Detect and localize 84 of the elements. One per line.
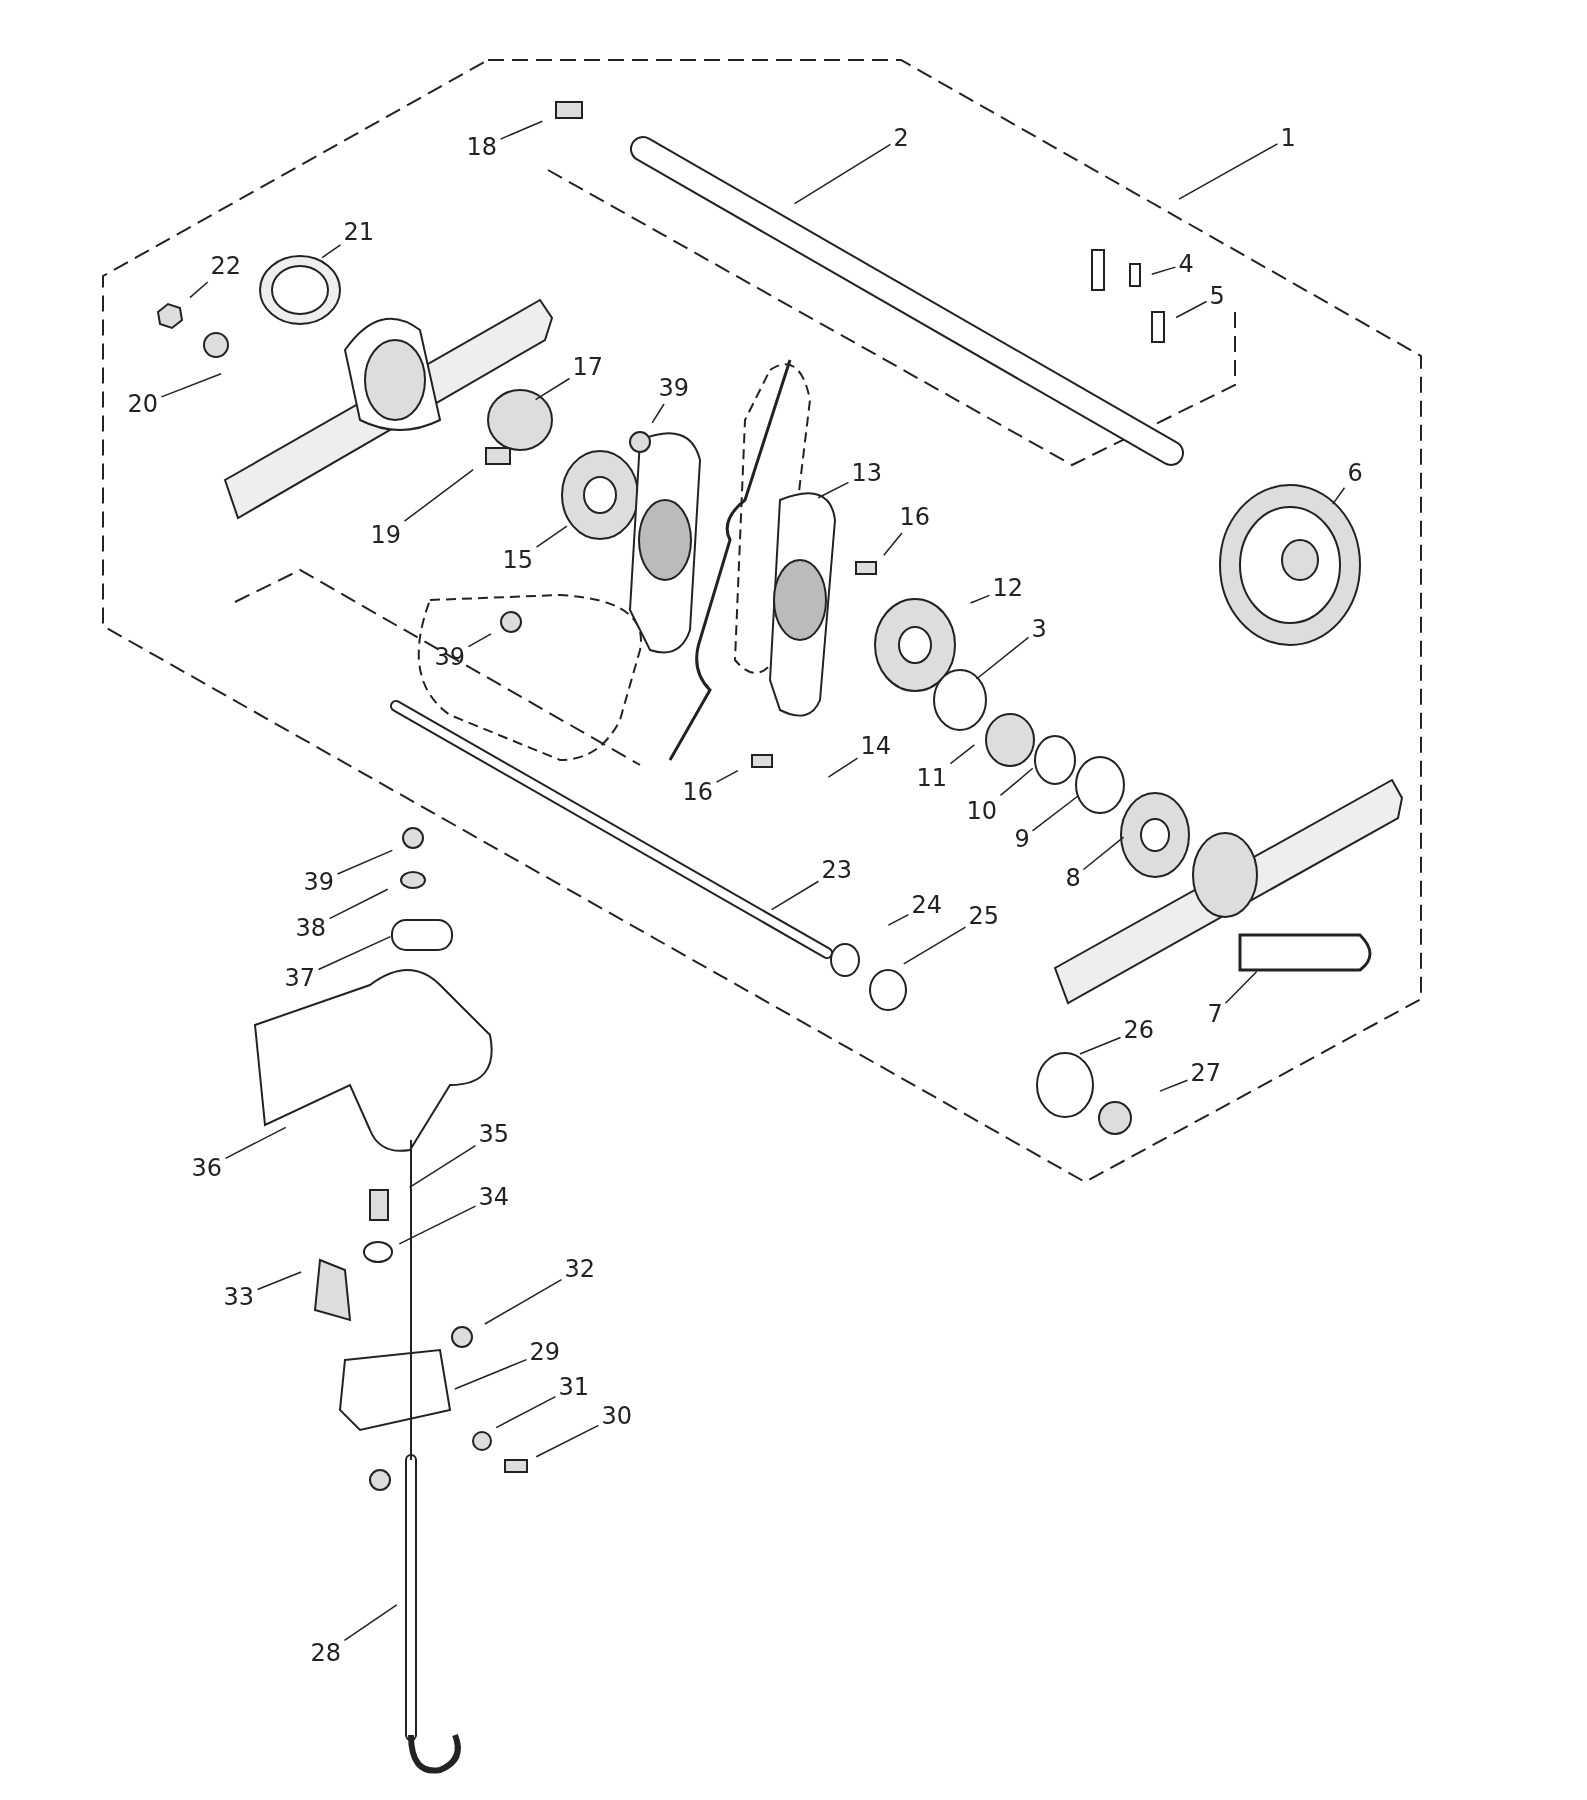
- callout-number: 12: [992, 575, 1024, 601]
- leader-line: [1175, 300, 1208, 319]
- callout-number: 35: [478, 1121, 510, 1147]
- callout-number: 13: [851, 460, 883, 486]
- leader-line: [1082, 836, 1125, 871]
- leader-line: [969, 594, 991, 604]
- leader-line: [484, 1278, 563, 1325]
- leader-line: [398, 1205, 477, 1245]
- leader-line: [336, 849, 394, 875]
- leader-line: [715, 769, 739, 783]
- leader-line: [224, 1126, 287, 1160]
- leader-line: [408, 1144, 477, 1189]
- leader-line: [975, 636, 1030, 680]
- callout-number: 29: [529, 1339, 561, 1365]
- leader-line: [321, 244, 342, 259]
- leader-line: [770, 880, 820, 911]
- callout-number: 32: [564, 1256, 596, 1282]
- leader-line: [1031, 795, 1080, 832]
- leader-line: [499, 120, 544, 140]
- leader-line: [535, 1424, 600, 1458]
- leader-line: [949, 744, 976, 765]
- callout-number: 30: [601, 1403, 633, 1429]
- callout-number: 16: [682, 779, 714, 805]
- callout-number: 3: [1031, 616, 1047, 642]
- leader-line: [467, 633, 492, 648]
- callout-number: 4: [1178, 251, 1194, 277]
- callout-number: 15: [502, 547, 534, 573]
- callout-number: 19: [370, 522, 402, 548]
- leader-line: [495, 1395, 557, 1429]
- callout-number: 17: [572, 354, 604, 380]
- callout-number: 39: [303, 869, 335, 895]
- leader-line: [403, 468, 474, 522]
- callout-number: 2: [893, 125, 909, 151]
- callout-number: 1: [1280, 125, 1296, 151]
- callout-number: 22: [210, 253, 242, 279]
- callout-number: 23: [821, 857, 853, 883]
- callout-number: 6: [1347, 460, 1363, 486]
- leader-line: [827, 757, 859, 778]
- leader-line: [903, 926, 967, 965]
- leader-line: [883, 532, 903, 557]
- callout-number: 24: [911, 892, 943, 918]
- callout-number: 14: [860, 733, 892, 759]
- callout-number: 39: [434, 644, 466, 670]
- callout-number: 26: [1123, 1017, 1155, 1043]
- leader-line: [317, 935, 392, 971]
- callout-number: 5: [1209, 283, 1225, 309]
- callout-number: 18: [466, 134, 498, 160]
- leader-line: [343, 1604, 398, 1642]
- leader-line: [454, 1358, 528, 1390]
- leader-line: [535, 525, 568, 548]
- leader-line: [189, 281, 209, 299]
- leader-line: [256, 1271, 302, 1291]
- callout-number: 36: [191, 1155, 223, 1181]
- leader-line: [1224, 970, 1258, 1005]
- callout-number: 10: [966, 798, 998, 824]
- callout-number: 31: [558, 1374, 590, 1400]
- leader-line: [328, 888, 389, 920]
- callout-number: 38: [295, 915, 327, 941]
- callout-number: 28: [310, 1640, 342, 1666]
- leader-line: [793, 143, 892, 205]
- leader-line: [999, 767, 1034, 797]
- callout-number: 34: [478, 1184, 510, 1210]
- callout-number: 9: [1014, 826, 1030, 852]
- callout-number: 11: [916, 765, 948, 791]
- callout-number: 8: [1065, 865, 1081, 891]
- callout-number: 39: [658, 375, 690, 401]
- leader-line: [1079, 1036, 1122, 1055]
- leader-line: [1151, 266, 1177, 276]
- leader-line: [887, 913, 910, 926]
- leader-line: [160, 373, 222, 398]
- leader-line: [1332, 486, 1346, 505]
- callout-number: 7: [1207, 1001, 1223, 1027]
- leader-line: [1178, 143, 1279, 200]
- leader-line: [1159, 1079, 1189, 1092]
- callout-number: 27: [1190, 1060, 1222, 1086]
- leader-line: [651, 403, 665, 424]
- callout-number: 21: [343, 219, 375, 245]
- callout-number: 25: [968, 903, 1000, 929]
- callout-number: 33: [223, 1284, 255, 1310]
- leader-line: [534, 377, 571, 401]
- callout-number: 20: [127, 391, 159, 417]
- leader-line: [817, 481, 850, 499]
- callout-number: 37: [284, 965, 316, 991]
- callout-number: 16: [899, 504, 931, 530]
